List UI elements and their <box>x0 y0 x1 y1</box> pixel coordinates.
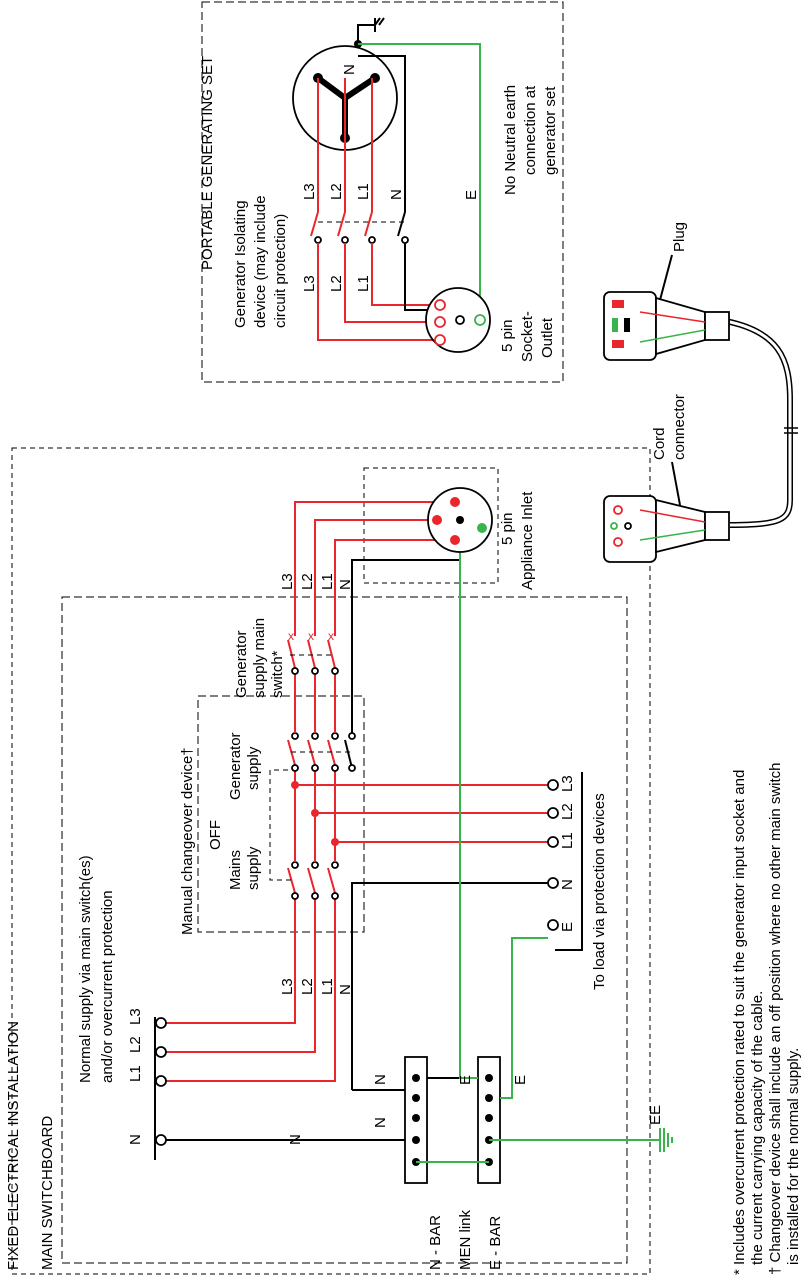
supply-terminal-n <box>155 1134 167 1146</box>
gen-main-switch-label-3: switch* <box>269 650 286 698</box>
svg-text:x: x <box>288 629 294 643</box>
supply-terminal-l2 <box>155 1046 167 1058</box>
gen-isolating-label-2: device (may include <box>252 195 269 328</box>
supply-terminal-l1 <box>155 1075 167 1087</box>
socket-label-l2: L2 <box>328 275 345 292</box>
svg-text:x: x <box>328 629 334 643</box>
no-neutral-label-2: connection at <box>522 85 539 175</box>
appliance-inlet <box>427 487 493 553</box>
load-label-e: E <box>559 922 576 932</box>
normal-supply-label-2: and/or overcurrent protection <box>99 890 116 1083</box>
supply-label-l1: L1 <box>127 1065 144 1082</box>
socket-label-l3: L3 <box>301 275 318 292</box>
load-wiring <box>291 772 583 1090</box>
mains-label-l1: L1 <box>319 978 336 995</box>
no-neutral-label-1: No Neutral earth <box>502 85 519 195</box>
gen-isolating-label-1: Generator Isolating <box>232 200 249 328</box>
plug-label: Plug <box>671 222 688 252</box>
socket-caption-2: Socket- <box>519 311 536 362</box>
to-load-label: To load via protection devices <box>591 793 608 990</box>
socket-caption-1: 5 pin <box>499 319 516 352</box>
main-switchboard-box <box>61 596 628 1264</box>
footnote-4: is installed for the normal supply. <box>785 1048 801 1265</box>
off-label: OFF <box>207 820 224 850</box>
changeover-label: Manual changeover device† <box>179 747 196 935</box>
gen-main-switch-label-1: Generator <box>233 630 250 698</box>
socket-label-l1: L1 <box>355 275 372 292</box>
generator-supply-label-2: supply <box>245 746 262 790</box>
portable-set-box <box>201 1 564 383</box>
bar-label-e2: E <box>512 1075 529 1085</box>
bar-label-n2: N <box>372 1074 389 1085</box>
bar-label-e1: E <box>457 1075 474 1085</box>
gen-label-l1: L1 <box>355 183 372 200</box>
gen-label-e: E <box>463 190 480 200</box>
inlet-label-l3: L3 <box>279 573 296 590</box>
neutral-run-label: N <box>287 1134 304 1145</box>
load-label-l1: L1 <box>559 832 576 849</box>
mains-label-1: Mains <box>227 850 244 890</box>
bar-label-n1: N <box>372 1117 389 1128</box>
e-bar-label: E - BAR <box>487 1216 504 1270</box>
changeover-switch-contacts: x x x <box>269 501 461 900</box>
supply-label-l3: L3 <box>127 1008 144 1025</box>
gen-isolating-label-3: circuit protection) <box>272 214 289 328</box>
appliance-inlet-box <box>363 467 499 584</box>
supply-label-l2: L2 <box>127 1036 144 1053</box>
ee-label: EE <box>647 1105 664 1125</box>
normal-supply-label-1: Normal supply via main switch(es) <box>77 855 94 1083</box>
no-neutral-label-3: generator set <box>542 86 559 175</box>
svg-text:x: x <box>308 629 314 643</box>
plug-cord-connector <box>603 254 798 563</box>
gen-star-label-n: N <box>341 64 358 75</box>
generator-wiring <box>292 17 491 353</box>
footnote-1: * Includes overcurrent protection rated … <box>731 770 748 1275</box>
load-label-n: N <box>559 879 576 890</box>
supply-terminal-l3 <box>155 1017 167 1029</box>
cord-label-2: connector <box>671 394 688 460</box>
gen-label-l2: L2 <box>328 183 345 200</box>
normal-supply-wiring <box>154 893 405 1160</box>
inlet-label-l2: L2 <box>299 573 316 590</box>
gen-label-l3: L3 <box>301 183 318 200</box>
cord-label-1: Cord <box>651 427 668 460</box>
inlet-label-l1: L1 <box>319 573 336 590</box>
inlet-caption-1: 5 pin <box>499 512 516 545</box>
main-switchboard-label: MAIN SWITCHBOARD <box>39 1116 56 1270</box>
load-label-l3: L3 <box>559 775 576 792</box>
load-label-l2: L2 <box>559 803 576 820</box>
mains-label-l3: L3 <box>279 978 296 995</box>
footnote-3: † Changeover device shall include an off… <box>767 762 784 1275</box>
portable-set-label: PORTABLE GENERATING SET <box>199 56 216 270</box>
inlet-label-n: N <box>337 579 354 590</box>
fixed-installation-label: FIXED ELECTRICAL INSTALLATION <box>5 1021 22 1270</box>
socket-caption-3: Outlet <box>539 317 556 358</box>
supply-label-n: N <box>127 1134 144 1145</box>
footnote-2: the current carrying capacity of the cab… <box>749 991 766 1265</box>
fixed-installation-box <box>11 447 651 1275</box>
neutral-earth-bars <box>352 530 673 1184</box>
men-link-label: MEN link <box>457 1209 474 1270</box>
n-bar-label: N - BAR <box>427 1215 444 1270</box>
mains-label-l2: L2 <box>299 978 316 995</box>
gen-label-n: N <box>388 189 405 200</box>
inlet-caption-2: Appliance Inlet <box>519 491 536 590</box>
mains-label-n: N <box>337 984 354 995</box>
mains-label-2: supply <box>245 846 262 890</box>
generator-supply-label-1: Generator <box>227 732 244 800</box>
gen-main-switch-label-2: supply main <box>251 618 268 698</box>
